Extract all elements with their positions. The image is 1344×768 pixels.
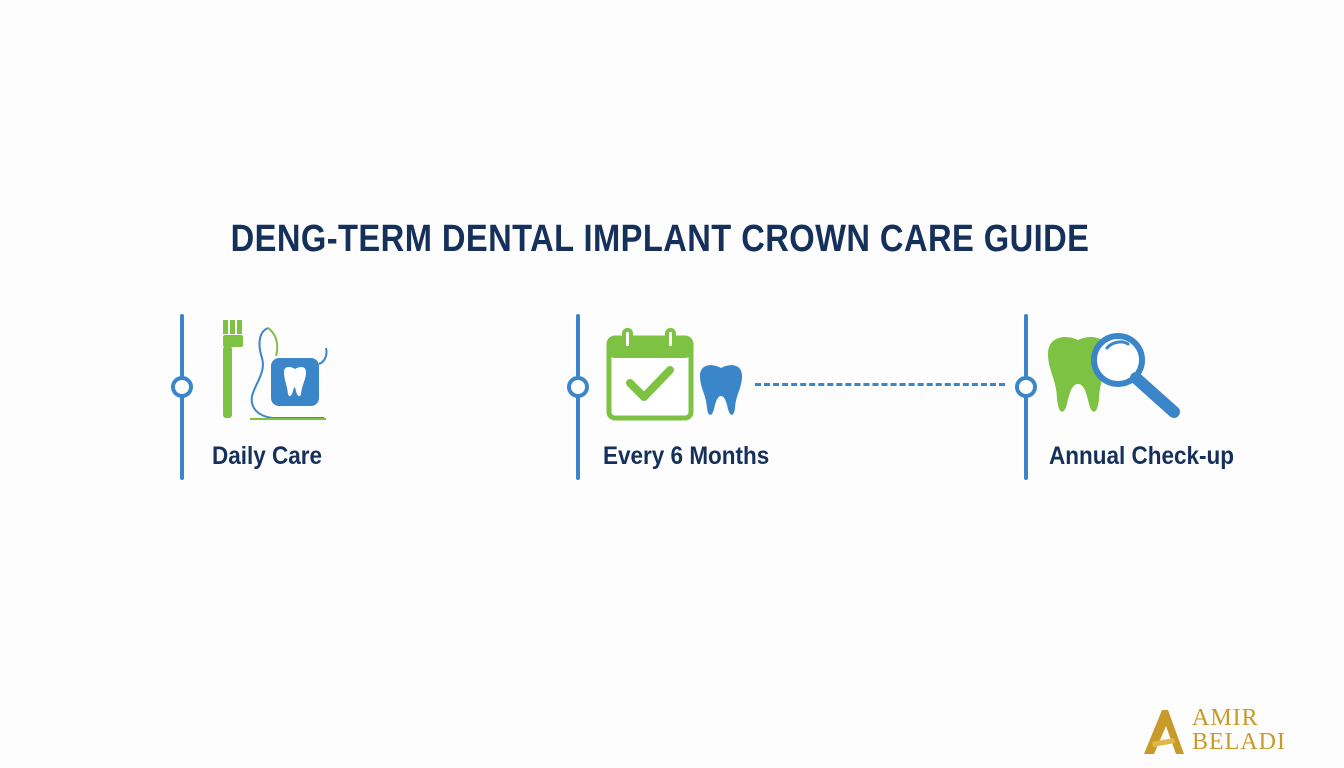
- tooth-icon: [700, 365, 742, 415]
- timeline-label-daily: Daily Care: [212, 442, 323, 470]
- logo-mark-icon: [1144, 710, 1184, 754]
- floss-icon: [250, 327, 328, 420]
- page-title: DENG-TERM DENTAL IMPLANT CROWN CARE GUID…: [230, 218, 1090, 260]
- tooth-magnifier-icon: [1048, 333, 1180, 418]
- timeline-node-annual: [1015, 376, 1037, 398]
- calendar-check-icon: [606, 328, 694, 421]
- brand-logo: AMIR BELADI: [1140, 704, 1300, 756]
- timeline-label-annual: Annual Check-up: [1049, 442, 1235, 470]
- timeline-dashed-connector: [755, 383, 1005, 386]
- timeline-node-six-months: [567, 376, 589, 398]
- logo-line-2: BELADI: [1192, 729, 1286, 755]
- logo-line-1: AMIR: [1192, 705, 1259, 731]
- timeline-node-daily: [171, 376, 193, 398]
- timeline-label-six-months: Every 6 Months: [603, 442, 770, 470]
- toothbrush-icon: [223, 320, 243, 418]
